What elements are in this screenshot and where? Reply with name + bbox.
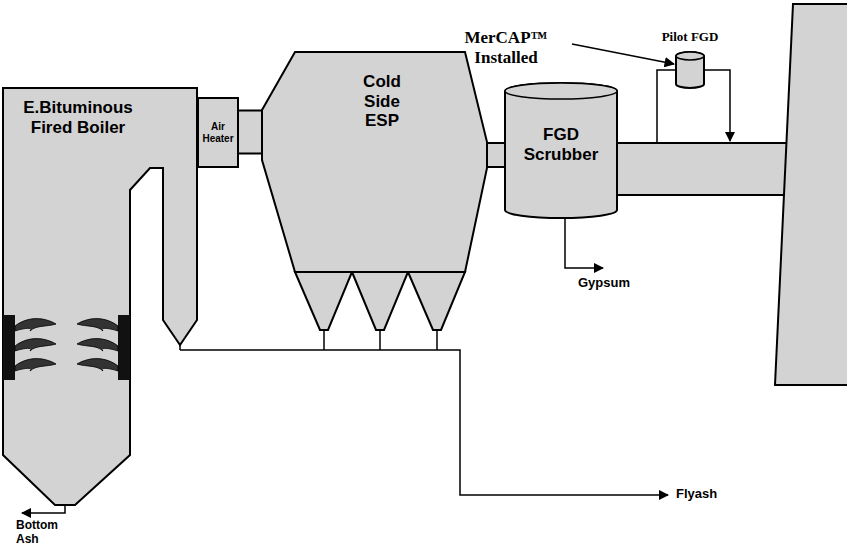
ash-pipe bbox=[436, 330, 438, 350]
shape-outline bbox=[262, 52, 487, 272]
cylinder-top bbox=[505, 83, 617, 99]
callout-label: MerCAP™ Installed bbox=[445, 28, 567, 67]
flame bbox=[15, 359, 56, 371]
drawing-part bbox=[487, 144, 505, 166]
flame bbox=[77, 319, 118, 331]
drawing-part bbox=[487, 142, 505, 168]
flue-duct bbox=[239, 132, 262, 133]
flyash-lines bbox=[22, 218, 668, 513]
shape-outline bbox=[3, 88, 197, 508]
cylinder-top bbox=[676, 52, 704, 60]
esp-unit: Cold Side ESP bbox=[262, 52, 487, 272]
esp-outline bbox=[262, 52, 487, 272]
flue-duct bbox=[487, 155, 505, 156]
gypsum-arrow bbox=[565, 218, 603, 268]
unit-label: E.Bituminous Fired Boiler bbox=[15, 98, 141, 137]
drawing-part bbox=[617, 70, 676, 143]
hopper bbox=[352, 272, 408, 330]
bottom-ash-arrow bbox=[22, 505, 65, 513]
flame bbox=[15, 319, 56, 331]
shape-outline bbox=[676, 52, 704, 88]
air-heater-box: Air Heater bbox=[197, 97, 239, 168]
flyash-arrow bbox=[180, 350, 668, 495]
output-label: Gypsum bbox=[578, 276, 648, 291]
flame bbox=[15, 339, 56, 351]
cylinder-body bbox=[676, 52, 704, 88]
unit-label: Air Heater bbox=[200, 121, 236, 144]
unit-label: Cold Side ESP bbox=[354, 72, 410, 131]
burner-bank bbox=[3, 315, 15, 380]
cylinder-body bbox=[505, 83, 617, 218]
ash-pipe bbox=[379, 330, 381, 350]
drawing-part bbox=[239, 110, 262, 155]
hopper bbox=[408, 272, 465, 330]
ash-pipe bbox=[323, 330, 325, 350]
output-label: Bottom Ash bbox=[16, 519, 66, 547]
stack-duct bbox=[617, 143, 792, 195]
unit-label: FGD Scrubber bbox=[516, 125, 606, 164]
output-label: Flyash bbox=[676, 487, 740, 502]
flame bbox=[77, 359, 118, 371]
bypass-line bbox=[617, 70, 676, 143]
pilot-fgd-vessel: Pilot FGD bbox=[676, 52, 704, 88]
bypass-return bbox=[704, 70, 730, 141]
boiler-unit: E.Bituminous Fired Boiler bbox=[3, 88, 197, 508]
drawing-part bbox=[239, 112, 262, 153]
scrubber-vessel: FGD Scrubber bbox=[505, 83, 617, 218]
boiler-outline bbox=[3, 88, 197, 505]
esp-hoppers bbox=[295, 272, 465, 330]
hopper bbox=[295, 272, 352, 330]
shape-outline bbox=[505, 83, 617, 218]
burner-bank bbox=[118, 315, 130, 380]
flame bbox=[77, 339, 118, 351]
stack bbox=[775, 4, 847, 385]
leader-arrow bbox=[572, 44, 674, 64]
vessel-heading: Pilot FGD bbox=[650, 30, 730, 45]
